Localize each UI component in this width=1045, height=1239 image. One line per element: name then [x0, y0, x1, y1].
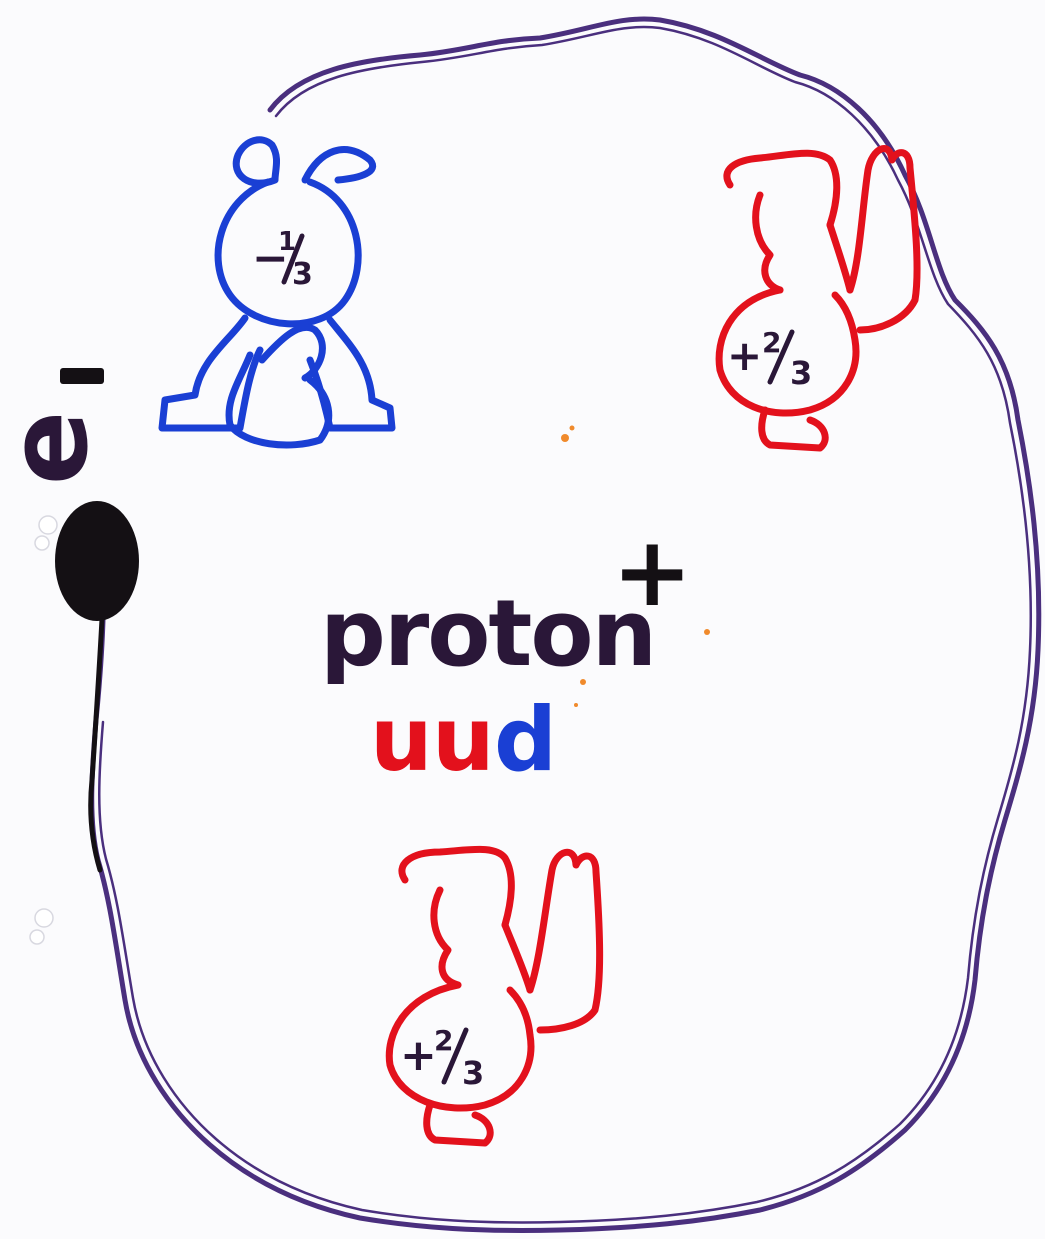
composition-u2: u: [432, 688, 495, 791]
electron-dot: [55, 501, 139, 621]
down-quark-charge: − 1 3: [252, 227, 313, 292]
up-quark-top-charge-denominator: 3: [790, 354, 812, 392]
electron-symbol: e: [0, 411, 112, 486]
composition-u1: u: [370, 688, 433, 791]
up-quark-bottom-charge-denominator: 3: [462, 1054, 484, 1092]
up-quark-top-charge-numerator: 2: [762, 326, 781, 359]
particle-name: proton: [320, 580, 655, 687]
up-quark-top-charge-sign: +: [727, 331, 762, 380]
particle-charge-sign: +: [612, 516, 692, 628]
composition-d: d: [494, 688, 557, 791]
quark-composition: u u d: [370, 688, 557, 791]
electron-charge-sign: [60, 368, 104, 384]
up-quark-bottom-charge-numerator: 2: [434, 1024, 453, 1057]
down-quark-charge-denominator: 3: [292, 257, 313, 292]
electron-label: e: [0, 411, 112, 486]
up-quark-bottom-charge-sign: +: [400, 1030, 437, 1081]
